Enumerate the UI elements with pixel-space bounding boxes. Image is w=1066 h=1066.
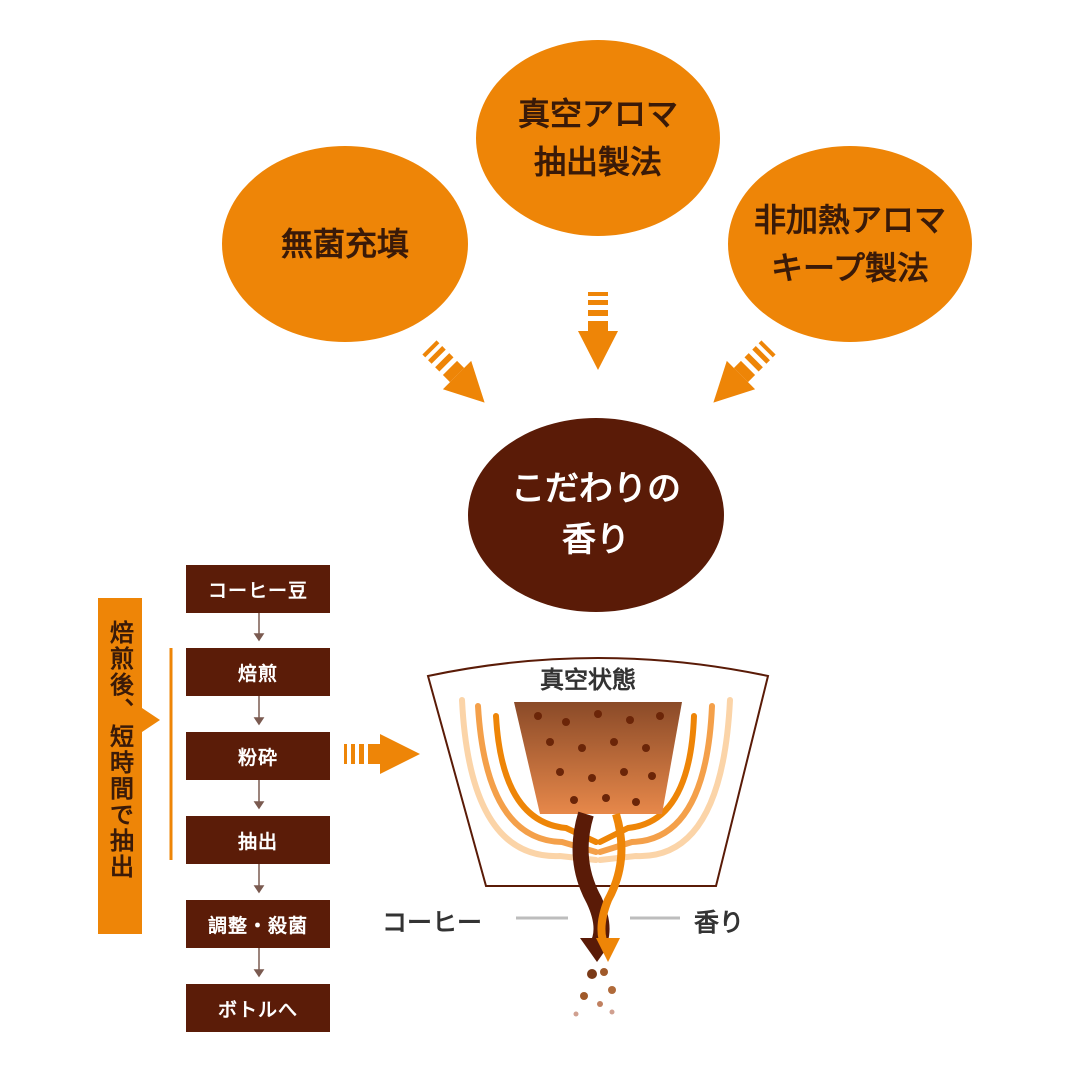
aroma-stream: [597, 812, 626, 950]
method-circle-aseptic-filling: 無菌充填: [222, 146, 468, 342]
process-step-adjust-sterilize: 調整・殺菌: [186, 900, 330, 948]
method-label-non-heat-aroma: 非加熱アロマ キープ製法: [753, 201, 946, 287]
side-label-pointer: [142, 708, 160, 732]
method-label-vacuum-aroma: 真空アロマ 抽出製法: [517, 95, 678, 181]
arrow-center-down: [578, 292, 618, 370]
method-circle-non-heat-aroma: 非加熱アロマ キープ製法: [728, 146, 972, 342]
coffee-label: コーヒー: [382, 908, 483, 937]
process-connectors: [253, 612, 265, 978]
process-step-bottling: ボトルへ: [186, 984, 330, 1032]
process-step-coffee-beans: コーヒー豆: [186, 565, 330, 613]
result-circle: こだわりの 香り: [468, 418, 724, 612]
arrow-right-diagonal: [713, 340, 776, 403]
method-circle-vacuum-aroma: 真空アロマ 抽出製法: [476, 40, 720, 236]
aroma-stream-arrowhead: [596, 938, 620, 962]
arrow-left-diagonal: [422, 340, 485, 403]
aroma-glow-lines: [459, 697, 733, 863]
coffee-grounds: [514, 702, 682, 814]
process-step-grinding: 粉砕: [186, 732, 330, 780]
process-note-label: 焙煎後、短時間で抽出: [98, 598, 142, 934]
aroma-label: 香り: [694, 908, 745, 937]
process-step-roasting: 焙煎: [186, 648, 330, 696]
process-step-extraction: 抽出: [186, 816, 330, 864]
coffee-drops: [573, 968, 616, 1017]
coffee-grounds-dots: [534, 710, 664, 806]
method-label-aseptic-filling: 無菌充填: [280, 225, 409, 263]
result-label: こだわりの 香り: [511, 469, 681, 560]
arrow-to-vessel: [344, 734, 420, 774]
vacuum-state-label: 真空状態: [540, 666, 636, 694]
